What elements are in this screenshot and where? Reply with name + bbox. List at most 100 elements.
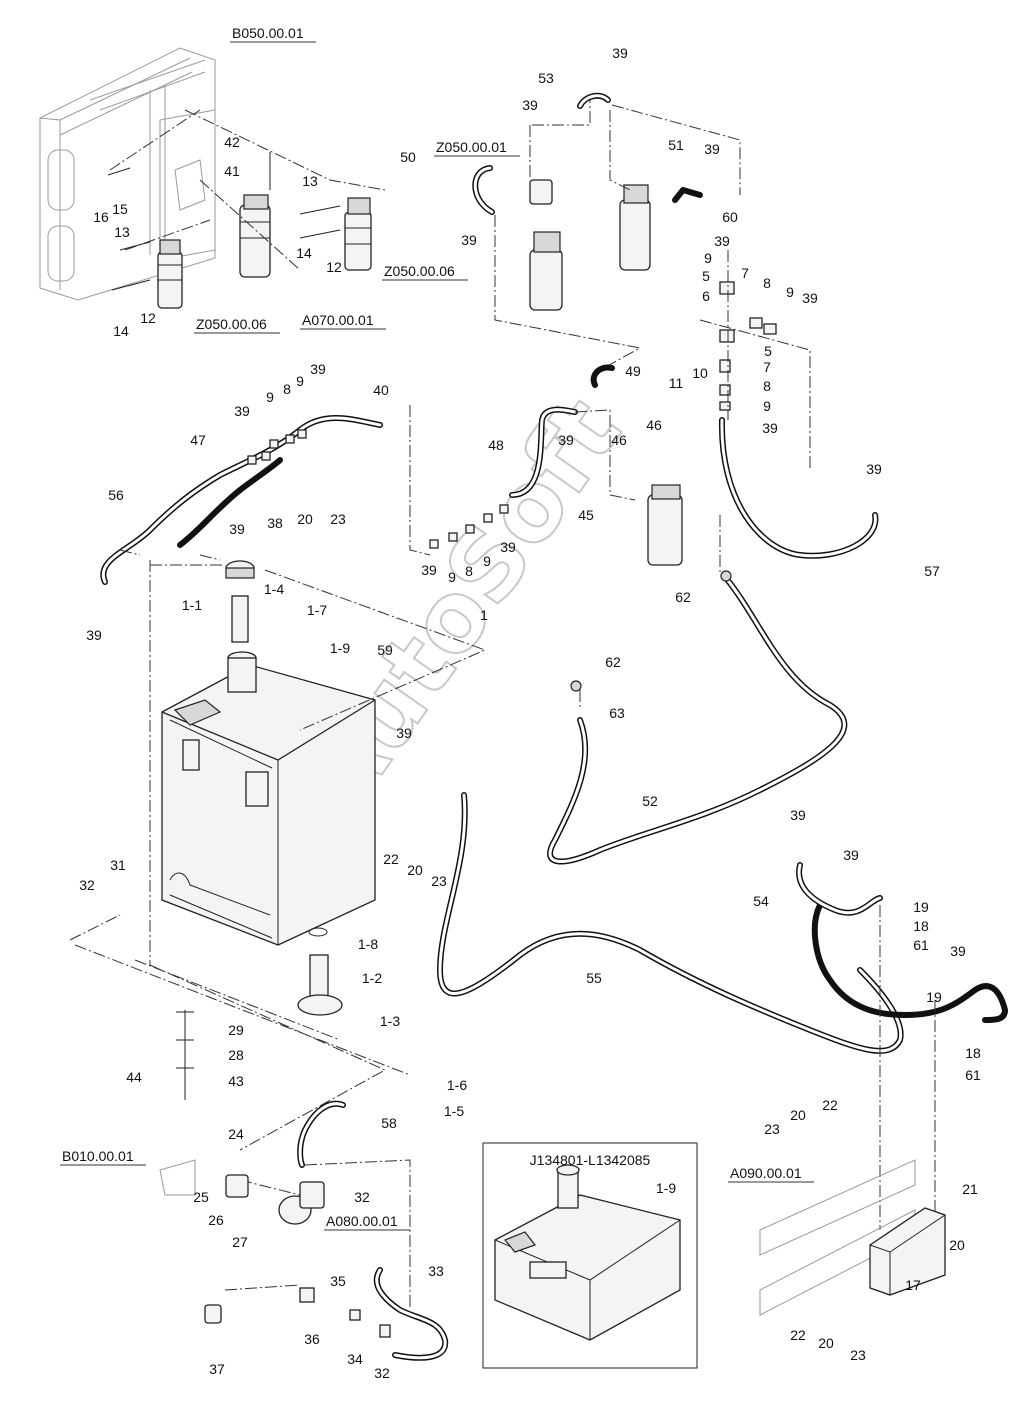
callout-number: 15 — [112, 201, 128, 217]
callout-number: 23 — [431, 873, 447, 889]
ref-label: B050.00.01 — [232, 25, 304, 41]
callout-number: 8 — [283, 381, 291, 397]
callout-number: 63 — [609, 705, 625, 721]
ref-label: Z050.00.06 — [196, 316, 267, 332]
ref-label: B010.00.01 — [62, 1148, 134, 1164]
inset-title: J134801-L1342085 — [530, 1152, 651, 1168]
callout-number: 19 — [926, 989, 942, 1005]
callout-number: 1-8 — [358, 936, 378, 952]
callout-number: 49 — [625, 363, 641, 379]
filter-right-top — [344, 197, 372, 271]
callout-number: 17 — [905, 1277, 921, 1293]
callout-number: 10 — [692, 365, 708, 381]
callout-number: 39 — [612, 45, 628, 61]
callout-number: 9 — [483, 553, 491, 569]
callout-number: 1-9 — [330, 640, 350, 656]
callout-number: 39 — [461, 232, 477, 248]
callout-number: 38 — [267, 515, 283, 531]
fittings-row — [247, 429, 509, 549]
callout-number: 32 — [374, 1365, 390, 1381]
callout-number: 39 — [558, 432, 574, 448]
callout-number: 39 — [866, 461, 882, 477]
callout-number: 14 — [113, 323, 129, 339]
callout-number: 59 — [377, 642, 393, 658]
fitting-stack — [719, 281, 777, 411]
callout-number: 6 — [702, 288, 710, 304]
callout-number: 11 — [669, 375, 684, 391]
fuel-tank — [161, 664, 376, 946]
callout-number: 20 — [818, 1335, 834, 1351]
callout-number: 39 — [500, 539, 516, 555]
callout-number: 34 — [347, 1351, 363, 1367]
ref-label: A090.00.01 — [730, 1165, 802, 1181]
callout-number: 36 — [304, 1331, 320, 1347]
callout-number: 1-5 — [444, 1103, 464, 1119]
callout-number: 5 — [764, 343, 772, 359]
ref-label: A080.00.01 — [326, 1213, 398, 1229]
callout-number: 12 — [140, 310, 156, 326]
inset-box: J134801-L1342085 — [482, 1142, 698, 1369]
callout-number: 22 — [383, 851, 399, 867]
callout-number: 41 — [224, 163, 240, 179]
callout-number: 13 — [302, 173, 318, 189]
callout-number: 9 — [704, 250, 712, 266]
sender-unit — [297, 927, 343, 1016]
callout-number: 20 — [297, 511, 313, 527]
reference-labels: B050.00.01Z050.00.01Z050.00.06A070.00.01… — [60, 25, 814, 1231]
callout-number: 22 — [822, 1097, 838, 1113]
callout-number: 9 — [763, 398, 771, 414]
callout-number: 45 — [578, 507, 594, 523]
callout-number: 61 — [965, 1067, 981, 1083]
transfer-pump — [159, 1159, 325, 1225]
callout-number: 7 — [741, 265, 749, 281]
callout-number: 1-9 — [656, 1180, 676, 1196]
callout-number: 39 — [396, 725, 412, 741]
callout-number: 39 — [950, 943, 966, 959]
callout-number: 43 — [228, 1073, 244, 1089]
callout-number: 44 — [126, 1069, 142, 1085]
callout-number: 62 — [605, 654, 621, 670]
callout-number: 37 — [209, 1361, 225, 1377]
callout-number: 39 — [802, 290, 818, 306]
filter-bracket-top — [529, 179, 651, 311]
callout-number: 39 — [843, 847, 859, 863]
callout-number: 20 — [407, 862, 423, 878]
callout-number: 1-3 — [380, 1013, 400, 1029]
callout-number: 39 — [421, 562, 437, 578]
callout-number: 60 — [722, 209, 738, 225]
callout-number: 23 — [764, 1121, 780, 1137]
water-separator — [647, 484, 683, 566]
callout-number: 1-6 — [447, 1077, 467, 1093]
callout-number: 21 — [962, 1181, 978, 1197]
callout-number: 42 — [224, 134, 240, 150]
callout-number: 1-2 — [362, 970, 382, 986]
callout-number: 39 — [86, 627, 102, 643]
callout-number: 56 — [108, 487, 124, 503]
callout-number: 23 — [330, 511, 346, 527]
callout-number: 55 — [586, 970, 602, 986]
callout-number: 39 — [310, 361, 326, 377]
callout-number: 25 — [193, 1189, 209, 1205]
callout-number: 54 — [753, 893, 769, 909]
callout-number: 20 — [790, 1107, 806, 1123]
callout-number: 32 — [79, 877, 95, 893]
drain-fittings — [204, 1287, 391, 1338]
callout-number: 19 — [913, 899, 929, 915]
callout-number: 24 — [228, 1126, 244, 1142]
callout-number: 26 — [208, 1212, 224, 1228]
ref-label: Z050.00.01 — [436, 139, 507, 155]
callout-number: 1-1 — [182, 597, 202, 613]
callout-number: 14 — [296, 245, 312, 261]
callout-number: 8 — [763, 275, 771, 291]
callout-number: 9 — [296, 373, 304, 389]
callout-number: 58 — [381, 1115, 397, 1131]
callout-number: 16 — [93, 209, 109, 225]
callout-number: 27 — [232, 1234, 248, 1250]
callout-number: 39 — [790, 807, 806, 823]
callout-number: 12 — [326, 259, 342, 275]
callout-number: 1-4 — [264, 581, 284, 597]
callout-number: 51 — [668, 137, 684, 153]
callout-number: 48 — [488, 437, 504, 453]
